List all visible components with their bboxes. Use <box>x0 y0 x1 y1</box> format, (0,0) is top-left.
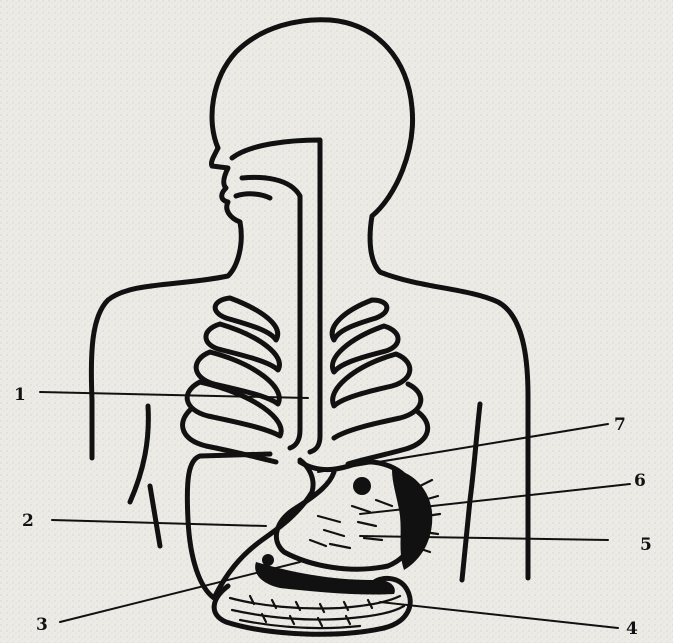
label-7: 7 <box>614 415 626 435</box>
label-4: 4 <box>626 619 638 639</box>
duodenum-spot <box>262 554 274 566</box>
label-5: 5 <box>640 535 652 555</box>
label-2: 2 <box>22 511 34 531</box>
label-1: 1 <box>14 385 26 405</box>
gallbladder-spot <box>353 477 371 495</box>
label-3: 3 <box>36 615 48 635</box>
label-6: 6 <box>634 471 646 491</box>
